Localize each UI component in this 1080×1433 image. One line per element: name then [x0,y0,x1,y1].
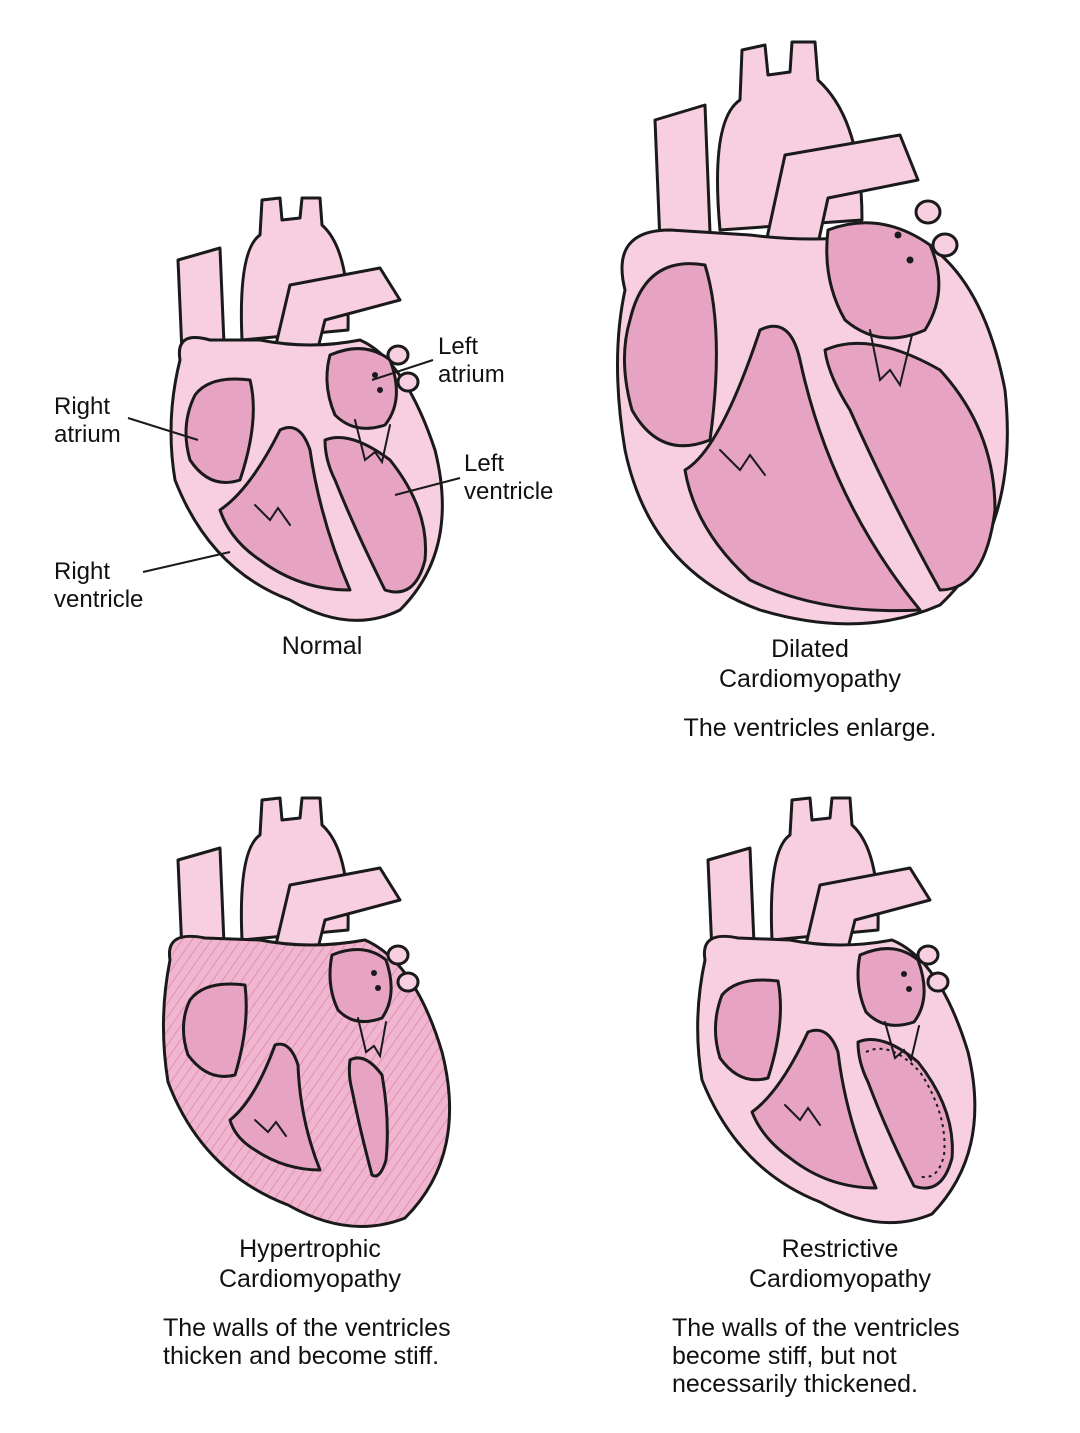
dilated-heart-illustration [600,30,1020,640]
panel-title-dilated: Dilated Cardiomyopathy [690,634,930,694]
panel-description-hypertrophic: The walls of the ventricles thicken and … [163,1314,523,1370]
restrictive-heart-illustration [680,790,1000,1230]
panel-title-hypertrophic: Hypertrophic Cardiomyopathy [180,1234,440,1294]
panel-description-dilated: The ventricles enlarge. [640,714,980,742]
hypertrophic-heart-illustration [150,790,470,1230]
panel-title-normal: Normal [222,631,422,661]
label-right-atrium: Right atrium [54,393,121,449]
panel-description-restrictive: The walls of the ventricles become stiff… [672,1314,1032,1398]
label-left-ventricle: Left ventricle [464,450,553,506]
label-left-atrium: Left atrium [438,333,505,389]
label-right-ventricle: Right ventricle [54,558,143,614]
panel-title-restrictive: Restrictive Cardiomyopathy [710,1234,970,1294]
